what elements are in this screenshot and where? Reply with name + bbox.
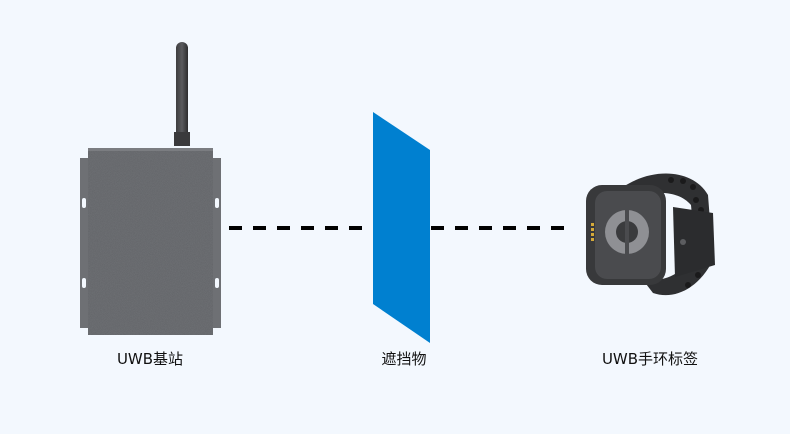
signal-path-dashed-line-right bbox=[431, 226, 564, 230]
signal-path-dashed-line-left bbox=[229, 226, 362, 230]
base-station-label: UWB基站 bbox=[116, 350, 184, 368]
base-station-icon bbox=[80, 42, 221, 335]
obstacle-label: 遮挡物 bbox=[381, 350, 427, 368]
obstacle-panel-icon bbox=[373, 112, 430, 343]
wristband-tag-icon bbox=[586, 173, 715, 296]
tag-label: UWB手环标签 bbox=[601, 350, 699, 368]
